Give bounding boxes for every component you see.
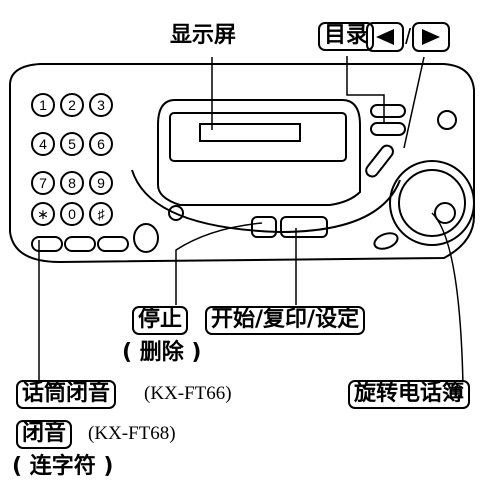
keypad-key-ring: [89, 93, 113, 117]
keypad-key[interactable]: 2: [60, 93, 84, 117]
device-body: [9, 63, 475, 264]
keypad-key[interactable]: 8: [60, 171, 84, 195]
keypad-key-ring: [60, 93, 84, 117]
display-window: [199, 123, 301, 142]
keypad-key-ring: [89, 132, 113, 156]
right-triangle-icon: [412, 22, 451, 52]
jog-dial-outer: [389, 160, 475, 246]
panel-curve: [131, 169, 401, 234]
keypad-key[interactable]: 1: [31, 93, 55, 117]
keypad-key[interactable]: 5: [60, 132, 84, 156]
stop-label: 停止: [132, 306, 189, 335]
keypad-key-ring: [60, 171, 84, 195]
keypad-key-label: 7: [39, 175, 47, 191]
display-panel: [157, 99, 361, 206]
monitor-button[interactable]: [133, 223, 159, 253]
jog-dial-center[interactable]: [434, 202, 456, 224]
handset-mute-label: 话筒闭音: [16, 380, 117, 409]
side-round-button[interactable]: [437, 110, 457, 130]
keypad-key-ring: [31, 93, 55, 117]
keypad-key-ring: [60, 202, 84, 226]
function-button-2[interactable]: [64, 236, 96, 252]
keypad-key-label: 8: [68, 175, 76, 191]
keypad-key[interactable]: 4: [31, 132, 55, 156]
keypad-key-ring: [31, 132, 55, 156]
directory-button[interactable]: [370, 122, 406, 136]
keypad-key-label: 1: [39, 97, 47, 113]
keypad-key-ring: [31, 202, 55, 226]
keypad-key-label: 4: [39, 136, 47, 152]
directory-label: 目录: [318, 22, 375, 51]
keypad-key[interactable]: 7: [31, 171, 55, 195]
keypad-key-ring: [31, 171, 55, 195]
handset-mute-model: (KX-FT66): [144, 383, 232, 404]
keypad-key-label: ∗: [37, 206, 49, 222]
delete-label: ( 删除 ): [122, 340, 202, 365]
keypad-key[interactable]: ♯: [89, 202, 113, 226]
jog-dial[interactable]: [398, 169, 466, 237]
mute-label: 闭音: [16, 420, 73, 449]
keypad-key-ring: [60, 132, 84, 156]
slash-separator: /: [405, 24, 412, 49]
display-label: 显示屏: [170, 23, 237, 48]
keypad-key[interactable]: 3: [89, 93, 113, 117]
keypad-key[interactable]: 9: [89, 171, 113, 195]
mute-button[interactable]: [31, 236, 63, 252]
start-copy-set-label: 开始/复印/设定: [205, 306, 366, 335]
side-button-1[interactable]: [370, 104, 406, 118]
keypad-key-ring: [89, 202, 113, 226]
hyphen-label: ( 连字符 ): [12, 454, 114, 479]
keypad: 1 2 3 4 5 6 7 8 9 ∗ 0 ♯: [31, 93, 113, 226]
keypad-key-label: ♯: [98, 206, 106, 222]
volume-rocker[interactable]: [364, 143, 396, 179]
keypad-key[interactable]: 6: [89, 132, 113, 156]
jog-dial-label: 旋转电话簿: [348, 380, 471, 409]
navigation-keys-label: /: [366, 22, 451, 52]
start-copy-set-button[interactable]: [280, 216, 328, 238]
keypad-key-label: 9: [97, 175, 105, 191]
keypad-key-label: 6: [97, 136, 105, 152]
keypad-key-ring: [89, 171, 113, 195]
function-button-3[interactable]: [97, 236, 129, 252]
stop-button[interactable]: [251, 216, 277, 238]
dial-side-button[interactable]: [372, 230, 399, 251]
keypad-key-label: 5: [68, 136, 76, 152]
keypad-key[interactable]: 0: [60, 202, 84, 226]
left-triangle-icon: [366, 22, 404, 52]
keypad-key-label: 2: [68, 97, 76, 113]
mute-model: (KX-FT68): [88, 423, 176, 444]
keypad-key-label: 3: [97, 97, 105, 113]
keypad-key-label: 0: [68, 206, 76, 222]
indicator-light: [168, 205, 184, 221]
keypad-key[interactable]: ∗: [31, 202, 55, 226]
display-screen: [169, 112, 347, 162]
leader-lines: [38, 56, 464, 388]
